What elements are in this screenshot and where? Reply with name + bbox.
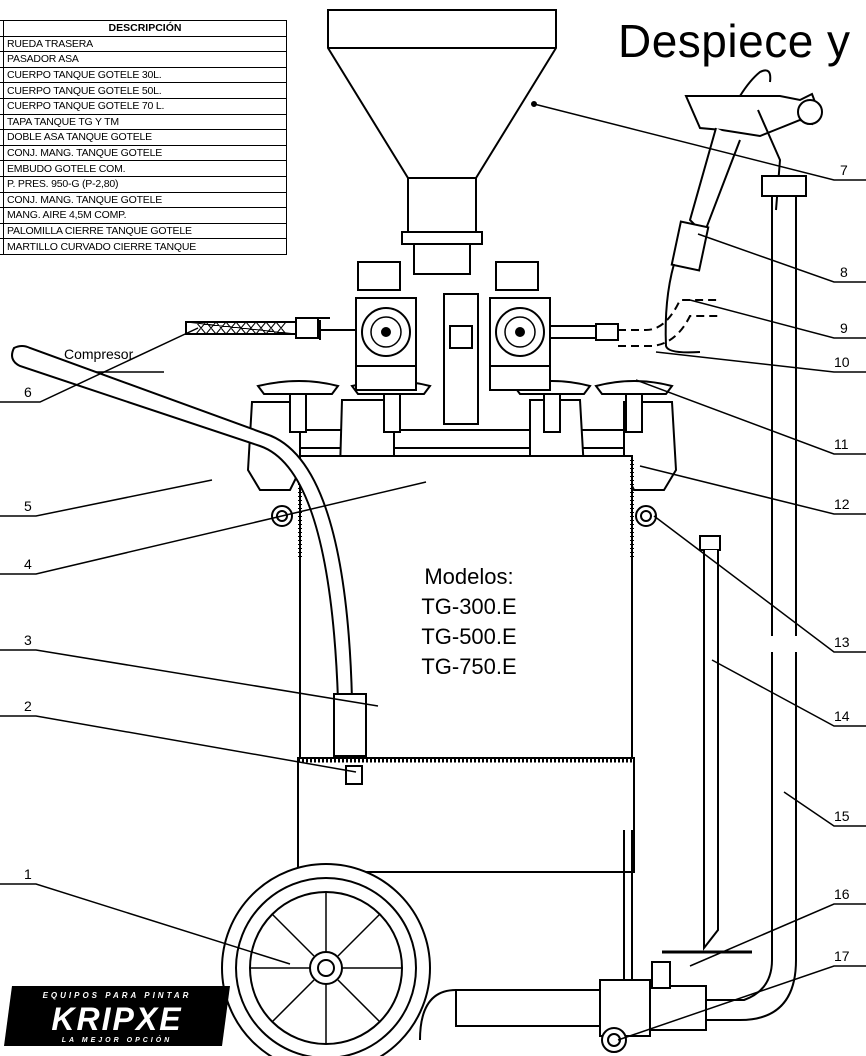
table-row: 4PALOMILLA CIERRE TANQUE GOTELE (0, 222, 287, 240)
callout-10: 10 (834, 354, 850, 370)
callout-6: 6 (24, 384, 32, 400)
table-row: 0CONJ. MANG. TANQUE GOTELE (0, 191, 287, 209)
callout-16: 16 (834, 886, 850, 902)
models-block: Modelos: TG-300.E TG-500.E TG-750.E (404, 562, 534, 682)
table-row: 8P. PRES. 950-G (P-2,80) (0, 175, 287, 193)
compressor-label: Compresor (64, 346, 134, 362)
callout-5: 5 (24, 498, 32, 514)
callout-14: 14 (834, 708, 850, 724)
callout-4: 4 (24, 556, 32, 572)
hoses (618, 175, 807, 1021)
table-row: 0RUEDA TRASERA (0, 35, 287, 53)
callout-2: 2 (24, 698, 32, 714)
table-row: 5MANG. AIRE 4,5M COMP. (0, 207, 287, 224)
table-row: 0CONJ. MANG. TANQUE GOTELE (0, 144, 287, 162)
spray-gun (664, 69, 823, 354)
table-row: 2TAPA TANQUE TG Y TM (0, 113, 287, 131)
table-row: 0PASADOR ASA (0, 51, 287, 68)
table-row: 2MARTILLO CURVADO CIERRE TANQUE (0, 238, 287, 255)
parts-table: DESCRIPCIÓN 0RUEDA TRASERA 0PASADOR ASA … (0, 20, 287, 255)
callout-13: 13 (834, 634, 850, 650)
table-row: 1DOBLE ASA TANQUE GOTELE (0, 129, 287, 146)
description-header: DESCRIPCIÓN (3, 20, 287, 37)
svg-text:KRIPXE: KRIPXE (51, 1001, 182, 1037)
page-title: Despiece y (618, 15, 851, 67)
svg-text:LA MEJOR OPCIÓN: LA MEJOR OPCIÓN (62, 1035, 172, 1044)
callout-7: 7 (840, 162, 848, 178)
callout-1: 1 (24, 866, 32, 882)
svg-text:EQUIPOS PARA PINTAR: EQUIPOS PARA PINTAR (43, 991, 192, 1000)
callout-3: 3 (24, 632, 32, 648)
callout-12: 12 (834, 496, 850, 512)
model-item: TG-500.E (421, 624, 517, 649)
kripxe-logo: EQUIPOS PARA PINTAR KRIPXE LA MEJOR OPCI… (4, 986, 230, 1046)
outlet-valves (419, 950, 752, 1053)
table-row: 0CUERPO TANQUE GOTELE 30L. (0, 66, 287, 84)
callout-11: 11 (834, 436, 849, 452)
model-item: TG-750.E (421, 654, 517, 679)
callout-15: 15 (834, 808, 850, 824)
rear-wheel (221, 863, 431, 1056)
table-row: 0CUERPO TANQUE GOTELE 50L. (0, 82, 287, 99)
callout-8: 8 (840, 264, 848, 280)
table-row: 0EMBUDO GOTELE COM. (0, 160, 287, 177)
callout-17: 17 (834, 948, 850, 964)
model-item: TG-300.E (421, 594, 517, 619)
table-row: 0CUERPO TANQUE GOTELE 70 L. (0, 97, 287, 115)
models-heading: Modelos: (424, 564, 514, 589)
leader-lines (0, 103, 866, 1041)
funnel (327, 9, 557, 275)
compressor-hose (62, 317, 319, 376)
callout-9: 9 (840, 320, 848, 336)
